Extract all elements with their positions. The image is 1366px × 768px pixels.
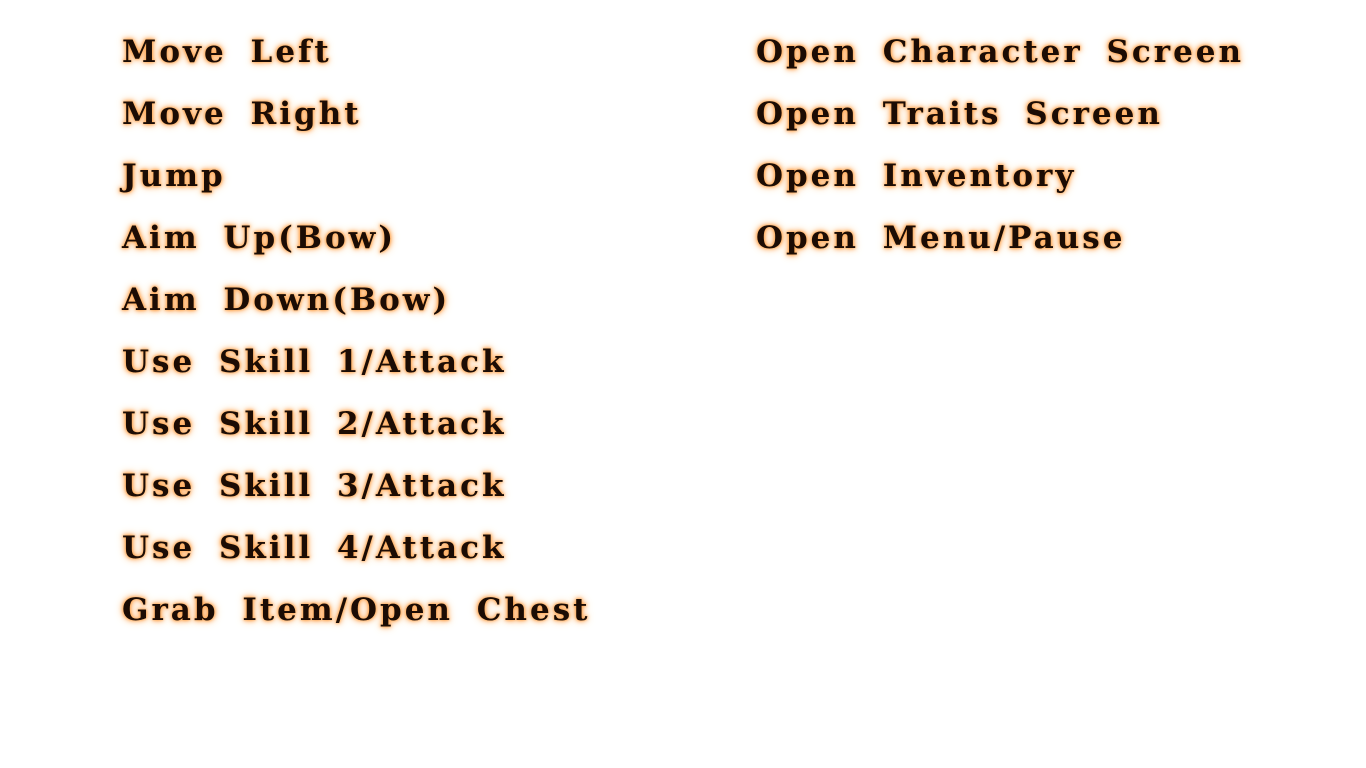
action-jump[interactable]: Jump	[122, 158, 226, 194]
action-use-skill-4[interactable]: Use Skill 4/Attack	[122, 530, 507, 566]
action-open-character-screen[interactable]: Open Character Screen	[756, 34, 1245, 70]
keybindings-left-column: Move Left Move Right Jump Aim Up(Bow) Ai…	[122, 28, 590, 648]
action-aim-down-bow[interactable]: Aim Down(Bow)	[122, 282, 451, 318]
action-use-skill-1[interactable]: Use Skill 1/Attack	[122, 344, 507, 380]
action-open-traits-screen[interactable]: Open Traits Screen	[756, 96, 1163, 132]
action-grab-item-open-chest[interactable]: Grab Item/Open Chest	[122, 592, 591, 628]
action-move-right[interactable]: Move Right	[122, 96, 362, 132]
action-use-skill-2[interactable]: Use Skill 2/Attack	[122, 406, 507, 442]
action-move-left[interactable]: Move Left	[122, 34, 332, 70]
action-aim-up-bow[interactable]: Aim Up(Bow)	[122, 220, 397, 256]
keybindings-right-column: Open Character Screen Open Traits Screen…	[756, 28, 1244, 276]
action-open-inventory[interactable]: Open Inventory	[756, 158, 1077, 194]
action-use-skill-3[interactable]: Use Skill 3/Attack	[122, 468, 507, 504]
action-open-menu-pause[interactable]: Open Menu/Pause	[756, 220, 1126, 256]
